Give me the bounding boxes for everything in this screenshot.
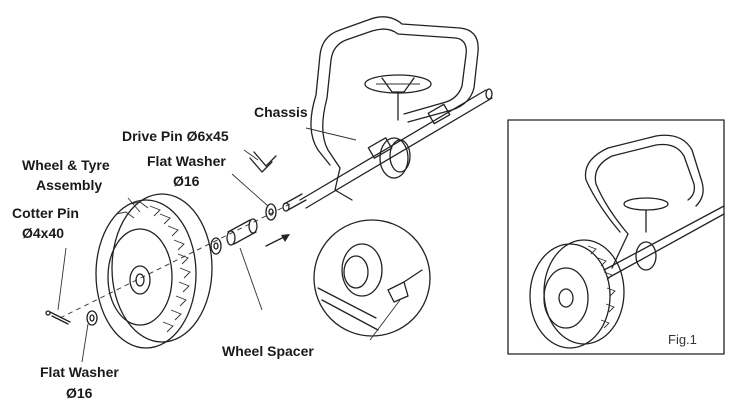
label-wheel-tyre-2: Assembly bbox=[36, 177, 102, 193]
label-wheel-tyre-1: Wheel & Tyre bbox=[22, 157, 110, 173]
drive-pin bbox=[249, 151, 277, 173]
label-flat-washer-top-2: Ø16 bbox=[173, 173, 200, 189]
label-wheel-spacer: Wheel Spacer bbox=[222, 343, 314, 359]
label-cotter-pin-2: Ø4x40 bbox=[22, 225, 64, 241]
label-flat-washer-bottom-1: Flat Washer bbox=[40, 364, 119, 380]
label-cotter-pin-1: Cotter Pin bbox=[12, 205, 79, 221]
label-flat-washer-bottom-2: Ø16 bbox=[66, 385, 93, 401]
flat-washer-middle bbox=[210, 237, 222, 255]
flat-washer-top bbox=[265, 203, 277, 221]
label-chassis: Chassis bbox=[254, 104, 308, 120]
cotter-pin bbox=[45, 310, 71, 325]
inset-figure-label: Fig.1 bbox=[668, 332, 697, 347]
leader-lines bbox=[57, 127, 357, 363]
label-flat-washer-top-1: Flat Washer bbox=[147, 153, 226, 169]
chassis-frame bbox=[282, 16, 493, 212]
inset-figure: Fig.1 bbox=[507, 119, 725, 355]
direction-arrow-icon bbox=[265, 234, 290, 247]
wheel-spacer bbox=[226, 218, 258, 246]
wheel-tyre-assembly bbox=[95, 193, 213, 349]
detail-callout bbox=[313, 219, 431, 341]
flat-washer-bottom bbox=[86, 310, 98, 326]
label-drive-pin: Drive Pin Ø6x45 bbox=[122, 128, 229, 144]
